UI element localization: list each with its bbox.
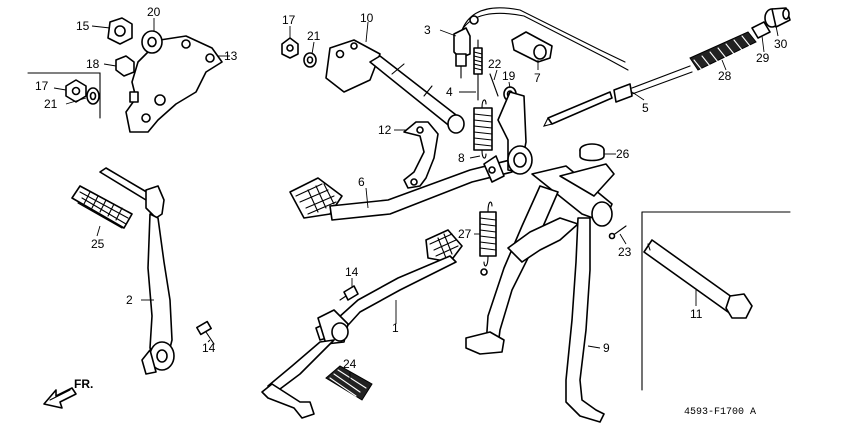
label-27: 27 [458, 227, 472, 241]
label-6: 6 [358, 175, 365, 189]
part-6-brake-pedal [289, 91, 533, 221]
part-1-side-stand [261, 229, 463, 419]
part-labels: 15 20 18 13 17 21 25 2 14 17 21 10 3 4 1… [35, 5, 788, 371]
part-29-joint [751, 21, 771, 39]
label-20: 20 [147, 5, 161, 19]
part-30-collar [764, 7, 791, 28]
label-11: 11 [690, 307, 703, 321]
label-13: 13 [224, 49, 238, 63]
label-3: 3 [424, 23, 431, 37]
label-18: 18 [86, 57, 100, 71]
label-23: 23 [618, 245, 632, 259]
part-21-washer-left [86, 87, 100, 105]
part-15-bolt [196, 320, 215, 345]
label-29: 29 [756, 51, 770, 65]
label-4: 4 [446, 85, 453, 99]
label-9: 9 [603, 341, 610, 355]
front-arrow: FR. [43, 377, 93, 409]
part-23-pin [608, 225, 627, 240]
part-5-rod [542, 65, 693, 127]
part-16-nut [107, 17, 133, 45]
label-2: 2 [126, 293, 133, 307]
diagram-code: 4593-F1700 A [684, 407, 756, 418]
front-arrow-label: FR. [74, 377, 93, 391]
part-10-shaft [325, 39, 465, 134]
label-16: 15 [76, 19, 90, 33]
label-21-top: 21 [307, 29, 321, 43]
leader-lines [53, 18, 779, 380]
part-17-nut-top [281, 37, 299, 59]
label-1: 1 [392, 321, 399, 335]
part-9-main-stand [465, 163, 615, 423]
part-14-bolt [339, 285, 359, 301]
label-26: 26 [616, 147, 630, 161]
part-7-bracket [511, 31, 553, 63]
part-24-rubber [325, 365, 373, 401]
label-14: 14 [345, 265, 359, 279]
part-28-spring [689, 31, 757, 71]
part-2-kick-arm [99, 167, 175, 375]
label-28: 28 [718, 69, 732, 83]
label-5: 5 [642, 101, 649, 115]
part-18-nut [115, 55, 135, 77]
part-22-pin [489, 73, 499, 97]
part-12-stopper [403, 121, 439, 189]
label-7: 7 [534, 71, 541, 85]
part-8-spring [473, 99, 493, 159]
label-8: 8 [458, 151, 465, 165]
label-24: 24 [343, 357, 357, 371]
part-21-washer-top [303, 52, 317, 68]
part-20-washer [141, 30, 163, 54]
part-17-nut-left [65, 79, 87, 103]
label-10: 10 [360, 11, 374, 25]
label-15: 14 [202, 341, 216, 355]
part-3-switch [453, 7, 629, 79]
part-4-spring [473, 39, 483, 101]
label-17-top: 17 [282, 13, 296, 27]
label-12: 12 [378, 123, 392, 137]
label-22: 22 [488, 57, 502, 71]
label-25: 25 [91, 237, 105, 251]
part-13-bracket [125, 35, 223, 133]
label-21-left: 21 [44, 97, 58, 111]
label-19: 19 [502, 69, 516, 83]
part-25-rubber [71, 185, 133, 229]
label-30: 30 [774, 37, 788, 51]
part-11-shaft [643, 239, 753, 319]
label-17-left: 17 [35, 79, 49, 93]
part-26-cap [579, 143, 605, 162]
part-27-spring [479, 201, 497, 276]
